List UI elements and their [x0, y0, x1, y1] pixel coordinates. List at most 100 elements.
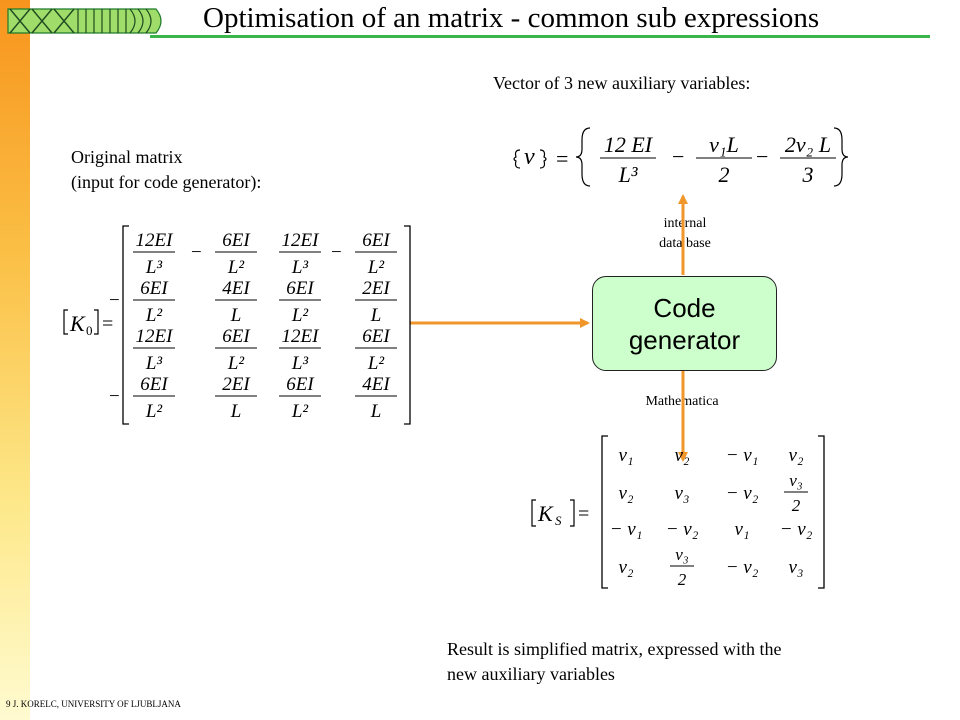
ks-cell-r4-c1: v₂ [618, 557, 633, 578]
vector-entry-3-sign: − [756, 144, 768, 169]
k0-cell-r2-c2-denominator: L [230, 305, 242, 326]
k0-cell-r4-c4-numerator: 4EI [362, 374, 391, 395]
k0-cell-r3-c2-denominator: L² [227, 353, 245, 374]
k0-cell-r1-c4-denominator: L² [367, 257, 385, 278]
k0-cell-r3-c4: 6EI L² [355, 326, 397, 374]
k0-cell-r1-c2: −6EI L² [191, 230, 257, 278]
k0-cell-r1-c3-denominator: L³ [291, 257, 309, 278]
ks-right-bracket [818, 435, 825, 589]
k0-cell-r3-c3-numerator: 12EI [282, 326, 321, 347]
vector-lhs-left-brace [513, 149, 521, 169]
k0-cell-r4-c1-numerator: 6EI [140, 374, 169, 395]
footer-credit: 9 J. KORELC, UNIVERSITY OF LJUBLJANA [6, 699, 181, 709]
k0-cell-r3-c4-denominator: L² [367, 353, 385, 374]
vector-entry-3-numerator: 2v₂ L [785, 132, 831, 157]
vector-lhs-right-brace [539, 149, 547, 169]
k0-cell-r1-c2-sign: − [191, 242, 202, 263]
ks-lhs-symbol: K [537, 501, 554, 526]
k0-cell-r2-c3: 6EI L² [279, 278, 321, 326]
title-rule [150, 35, 930, 38]
code-generator-box: Code generator [592, 276, 777, 371]
k0-cell-r1-c2-numerator: 6EI [222, 230, 251, 251]
codegen-line1: Code [653, 292, 716, 323]
k0-cell-r1-c4-numerator: 6EI [362, 230, 391, 251]
k0-cell-r4-c3-denominator: L² [291, 401, 309, 422]
k0-cell-r1-c1: 12EI L³ [133, 230, 175, 278]
vector-entry-2-sign: − [672, 144, 684, 169]
internal-label-line1: internal [663, 216, 707, 231]
ks-cell-r4-c2: v₃2 [670, 545, 694, 589]
vector-left-brace [575, 127, 591, 187]
k0-cell-r4-c2: 2EI L [215, 374, 257, 422]
ks-lhs-left-bracket [531, 499, 536, 527]
k0-cell-r2-c4-denominator: L [370, 305, 382, 326]
k0-cell-r4-c1-denominator: L² [145, 401, 163, 422]
k0-right-bracket [404, 225, 411, 425]
k0-cell-r1-c1-numerator: 12EI [136, 230, 175, 251]
result-caption-line1: Result is simplified matrix, expressed w… [447, 639, 782, 659]
ks-cell-r4-c2-denominator: 2 [678, 570, 687, 589]
ks-cell-r4-c4: v₃ [788, 557, 803, 578]
k0-cell-r4-c2-numerator: 2EI [222, 374, 251, 395]
result-caption-line2: new auxiliary variables [447, 664, 615, 684]
ks-cell-r3-c4: − v₂ [780, 519, 813, 540]
k0-cell-r1-c1-denominator: L³ [145, 257, 163, 278]
vector-entry-1-denominator: L³ [618, 162, 638, 187]
k0-cell-r4-c4: 4EI L [355, 374, 397, 422]
sidebar-strip [0, 0, 30, 720]
k0-cell-r4-c3: 6EI L² [279, 374, 321, 422]
ks-left-bracket [601, 435, 608, 589]
k0-cell-r3-c1: 12EI L³ [133, 326, 175, 374]
k0-cell-r4-c2-denominator: L [230, 401, 242, 422]
ks-cell-r2-c2: v₃ [674, 483, 689, 504]
ks-cell-r1-c3: − v₁ [726, 445, 759, 466]
internal-database-label: internal data base [630, 214, 740, 254]
original-caption-line2: (input for code generator): [71, 172, 262, 192]
ks-cell-r3-c3: v₁ [734, 519, 749, 540]
vector-entry-2: −v₁L 2 [672, 132, 752, 187]
ks-cell-r2-c4-denominator: 2 [792, 496, 801, 515]
k0-cell-r1-c3: 12EI L³ [279, 230, 321, 278]
ks-cell-r1-c4: v₂ [788, 445, 803, 466]
k0-equals: = [102, 313, 113, 335]
slide-title: Optimisation of an matrix - common sub e… [203, 2, 820, 34]
k0-cell-r1-c3-numerator: 12EI [282, 230, 321, 251]
k0-left-bracket [122, 225, 129, 425]
k0-cell-r1-c4-sign: − [331, 242, 342, 263]
ks-cell-r2-c1: v₂ [618, 483, 633, 504]
k0-cell-r3-c4-numerator: 6EI [362, 326, 391, 347]
ks-cell-r3-c2: − v₂ [666, 519, 699, 540]
k0-cell-r2-c1-sign: − [109, 290, 120, 311]
k0-cell-r4-c4-denominator: L [370, 401, 382, 422]
ks-cell-r2-c4-numerator: v₃ [789, 471, 803, 490]
codegen-line2: generator [628, 324, 741, 355]
k0-cell-r2-c4-numerator: 2EI [362, 278, 391, 299]
k0-cell-r4-c1-sign: − [109, 386, 120, 407]
k0-cell-r2-c3-denominator: L² [291, 305, 309, 326]
ks-cell-r3-c1: − v₁ [610, 519, 643, 540]
original-caption-line1: Original matrix [71, 147, 183, 167]
k0-cell-r2-c3-numerator: 6EI [286, 278, 315, 299]
k0-lhs-left-bracket [63, 309, 68, 335]
vector-entry-2-numerator: v₁L [709, 132, 739, 157]
k0-cell-r4-c3-numerator: 6EI [286, 374, 315, 395]
ks-lhs-right-bracket [570, 499, 575, 527]
vector-right-brace [833, 127, 849, 187]
internal-label-line2: data base [659, 236, 711, 251]
original-matrix-caption: Original matrix (input for code generato… [71, 145, 261, 195]
k0-cell-r3-c1-denominator: L³ [145, 353, 163, 374]
k0-cell-r3-c3-denominator: L³ [291, 353, 309, 374]
k0-cell-r1-c2-denominator: L² [227, 257, 245, 278]
vector-entry-2-denominator: 2 [719, 162, 730, 187]
k0-cell-r4-c1: −6EI L² [109, 374, 175, 422]
k0-cell-r3-c1-numerator: 12EI [136, 326, 175, 347]
ks-cell-r4-c3: − v₂ [726, 557, 759, 578]
ks-equals: = [578, 503, 589, 525]
